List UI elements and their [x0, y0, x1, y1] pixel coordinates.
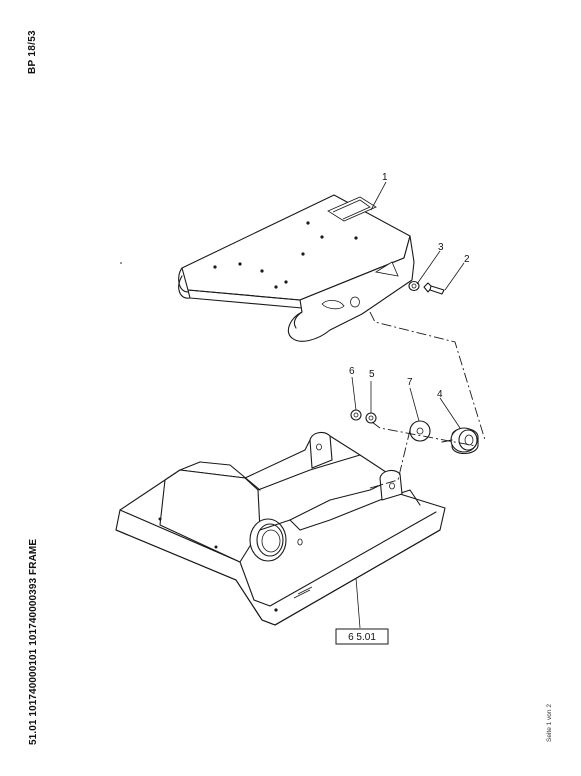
washer-part-5 [365, 412, 377, 424]
callout-1: 1 [382, 172, 388, 183]
callout-5: 5 [369, 369, 375, 380]
callout-6: 6 [349, 366, 355, 377]
assembly-line-washers-to-buffer [371, 421, 477, 447]
base-plate-part [115, 431, 446, 626]
callout-3: 3 [438, 242, 444, 253]
nut-part-6 [350, 409, 362, 421]
reference-box: 6 5.01 [335, 628, 389, 645]
washer-part-3 [408, 280, 420, 292]
assembly-line-frame-to-buffer [369, 311, 486, 441]
scan-speck [120, 262, 122, 264]
reference-box-label: 6 5.01 [348, 632, 376, 643]
rubber-buffer-part-4 [441, 427, 479, 455]
callout-7: 7 [407, 377, 413, 388]
bolt-part-2 [423, 282, 445, 295]
callout-2: 2 [464, 254, 470, 265]
leader-lines [351, 181, 465, 629]
upper-frame-part [178, 194, 415, 342]
callout-4: 4 [437, 389, 443, 400]
disc-part-7 [409, 420, 431, 442]
